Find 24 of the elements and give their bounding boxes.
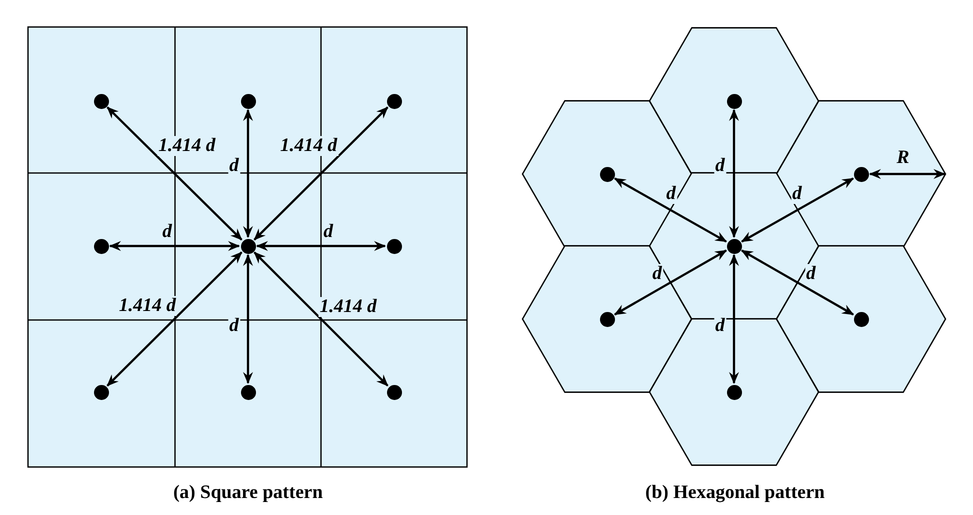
arrow [614, 177, 728, 243]
dimension-label: R [896, 147, 910, 169]
edge-label: d [791, 184, 803, 204]
arrow [729, 109, 739, 238]
arrow [254, 252, 388, 386]
arrow [109, 241, 240, 251]
caption: (b) Hexagonal pattern [645, 482, 825, 504]
edge-label: d [665, 184, 677, 204]
arrow [740, 177, 854, 243]
edge-label: 1.414 d [118, 296, 177, 316]
edge-label: 1.414 d [279, 136, 338, 156]
edge-label: d [228, 156, 240, 176]
arrow [243, 109, 253, 238]
edge-label: d [714, 156, 726, 176]
arrow [106, 252, 242, 386]
arrow [256, 241, 386, 251]
caption: (a) Square pattern [173, 482, 323, 504]
arrow [243, 254, 253, 384]
edge-label: 1.414 d [318, 296, 378, 316]
arrow [740, 250, 854, 316]
arrow [106, 106, 242, 240]
arrow [729, 254, 739, 384]
edge-label: 1.414 d [157, 136, 216, 156]
arrow [254, 106, 388, 240]
